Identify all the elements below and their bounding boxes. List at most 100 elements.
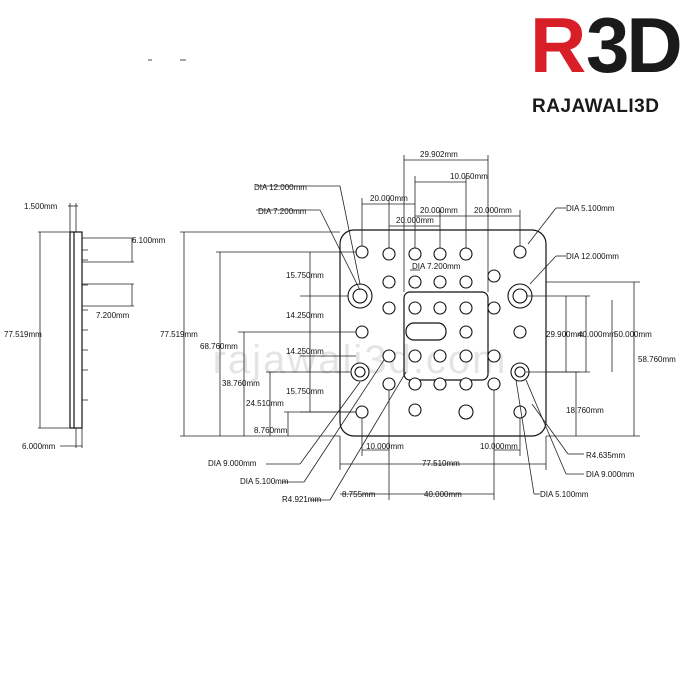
dim-label: 77.510mm bbox=[422, 459, 460, 468]
leader-line bbox=[339, 185, 361, 285]
dim-label: DIA 7.200mm bbox=[412, 262, 461, 271]
mount-hole bbox=[433, 349, 447, 363]
leader-line bbox=[303, 359, 385, 483]
mount-hole bbox=[382, 247, 396, 261]
dim-label: 15.750mm bbox=[286, 271, 324, 280]
dim-label: 20.000mm bbox=[396, 216, 434, 225]
mount-hole bbox=[355, 405, 369, 419]
mount-hole bbox=[459, 301, 473, 315]
dim-label: 20.000mm bbox=[370, 194, 408, 203]
mount-hole bbox=[459, 275, 473, 289]
dim-label: DIA 12.000mm bbox=[254, 183, 307, 192]
counterbore-hole-inner bbox=[354, 366, 366, 378]
dim-label: 77.519mm bbox=[4, 330, 42, 339]
mount-hole bbox=[408, 349, 422, 363]
dim-label: 10.000mm bbox=[366, 442, 404, 451]
plate-outline bbox=[339, 229, 547, 437]
mount-hole bbox=[487, 377, 501, 391]
mount-hole bbox=[433, 301, 447, 315]
dim-label: 68.760mm bbox=[200, 342, 238, 351]
side-profile bbox=[69, 231, 83, 429]
leader-line bbox=[319, 209, 361, 291]
dim-label: 29.902mm bbox=[420, 150, 458, 159]
dim-label: 40.000mm bbox=[578, 330, 616, 339]
mount-hole bbox=[458, 404, 474, 420]
leader-line bbox=[529, 255, 557, 285]
dim-label: DIA 12.000mm bbox=[566, 252, 619, 261]
dim-label: R4.921mm bbox=[282, 495, 321, 504]
leader-line bbox=[525, 379, 567, 475]
mount-hole bbox=[433, 377, 447, 391]
mount-hole bbox=[513, 245, 527, 259]
dim-label: 10.000mm bbox=[480, 442, 518, 451]
leader-line bbox=[531, 403, 569, 455]
mount-hole bbox=[513, 325, 527, 339]
side-view: 1.500mm 6.100mm 7.200mm 77.519mm 6.000mm bbox=[4, 202, 166, 451]
dim-label: DIA 9.000mm bbox=[208, 459, 257, 468]
center-pocket bbox=[403, 291, 489, 381]
dim-label: 6.000mm bbox=[22, 442, 56, 451]
dim-label: 29.900mm bbox=[546, 330, 584, 339]
counterbore-hole-inner bbox=[514, 366, 526, 378]
front-view: 29.902mm 10.050mm 20.000mm 20.000mm 20.0… bbox=[160, 150, 676, 504]
dim-label: 18.760mm bbox=[566, 406, 604, 415]
dim-label: 10.050mm bbox=[450, 172, 488, 181]
dim-label: R4.635mm bbox=[586, 451, 625, 460]
logo-brand-name: RAJAWALI3D bbox=[532, 96, 660, 117]
mount-hole bbox=[459, 325, 473, 339]
mount-hole bbox=[433, 275, 447, 289]
dim-label: 50.000mm bbox=[614, 330, 652, 339]
mount-hole bbox=[408, 247, 422, 261]
leader-line bbox=[299, 381, 361, 465]
mount-hole bbox=[382, 349, 396, 363]
dim-label: 15.750mm bbox=[286, 387, 324, 396]
dim-label: 14.250mm bbox=[286, 311, 324, 320]
mount-hole bbox=[408, 275, 422, 289]
mount-hole bbox=[408, 301, 422, 315]
mount-hole bbox=[408, 377, 422, 391]
logo-mark-r: R bbox=[530, 1, 586, 89]
dim-label: 40.000mm bbox=[424, 490, 462, 499]
logo-mark-3d: 3D bbox=[586, 1, 683, 89]
dim-label: DIA 5.100mm bbox=[540, 490, 589, 499]
hole-grid bbox=[355, 245, 527, 420]
mount-hole bbox=[355, 245, 369, 259]
mount-hole bbox=[382, 377, 396, 391]
dim-label: 8.760mm bbox=[254, 426, 288, 435]
dim-label: 58.760mm bbox=[638, 355, 676, 364]
dim-label: DIA 9.000mm bbox=[586, 470, 635, 479]
mount-hole bbox=[459, 349, 473, 363]
dim-label: 1.500mm bbox=[24, 202, 58, 211]
dim-label: DIA 7.200mm bbox=[258, 207, 307, 216]
dim-label: 14.250mm bbox=[286, 347, 324, 356]
side-tabs bbox=[82, 249, 88, 401]
mount-hole bbox=[487, 269, 501, 283]
mount-hole bbox=[382, 275, 396, 289]
mount-hole bbox=[433, 247, 447, 261]
mount-hole bbox=[459, 247, 473, 261]
mount-hole bbox=[487, 349, 501, 363]
mount-hole bbox=[355, 325, 369, 339]
dim-label: 7.200mm bbox=[96, 311, 130, 320]
dim-label: 20.000mm bbox=[474, 206, 512, 215]
counterbore-hole-inner bbox=[512, 288, 528, 304]
dim-label: 24.510mm bbox=[246, 399, 284, 408]
mount-hole bbox=[487, 301, 501, 315]
dim-label: DIA 5.100mm bbox=[566, 204, 615, 213]
dim-label: 20.000mm bbox=[420, 206, 458, 215]
mount-hole bbox=[459, 377, 473, 391]
dim-label: DIA 5.100mm bbox=[240, 477, 289, 486]
leader-line bbox=[515, 379, 535, 495]
dim-label: 8.755mm bbox=[342, 490, 376, 499]
brand-logo: R 3D RAJAWALI3D bbox=[528, 1, 696, 122]
leader-line bbox=[329, 371, 407, 501]
dim-label: 77.519mm bbox=[160, 330, 198, 339]
mount-hole bbox=[382, 301, 396, 315]
dim-label: 38.760mm bbox=[222, 379, 260, 388]
mount-hole bbox=[408, 403, 422, 417]
leader-line bbox=[527, 207, 557, 245]
dim-label: 6.100mm bbox=[132, 236, 166, 245]
counterbore-hole-inner bbox=[352, 288, 368, 304]
center-slot bbox=[405, 322, 447, 341]
